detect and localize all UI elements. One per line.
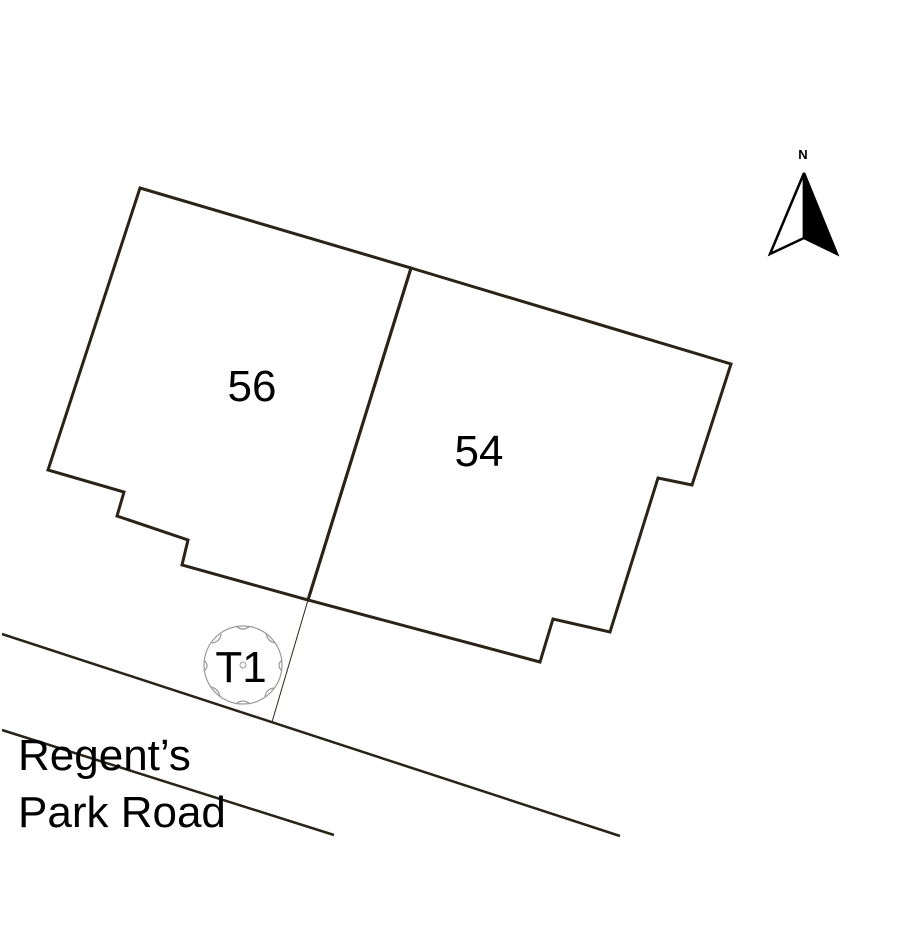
road-label-line2: Park Road	[18, 788, 226, 837]
plot-54-boundary	[306, 266, 733, 664]
tree-trunk-icon	[239, 661, 247, 669]
plot-label-56: 56	[228, 362, 277, 411]
property-boundary-line	[271, 599, 309, 723]
plot-label-54: 54	[455, 427, 504, 476]
north-letter: N	[798, 147, 807, 162]
north-arrow-shade-icon	[802, 172, 840, 257]
tree-canopy-icon	[203, 625, 283, 705]
road-edge-lower	[1, 728, 335, 837]
tree-canopy-notches-icon	[203, 625, 283, 705]
road-edge-upper	[1, 632, 621, 838]
tree-label: T1	[215, 643, 266, 692]
tree-t1: T1	[203, 625, 283, 705]
road-label-line1: Regent’s	[18, 731, 191, 780]
north-arrow-icon	[767, 172, 806, 257]
north-arrow: N	[767, 147, 840, 257]
